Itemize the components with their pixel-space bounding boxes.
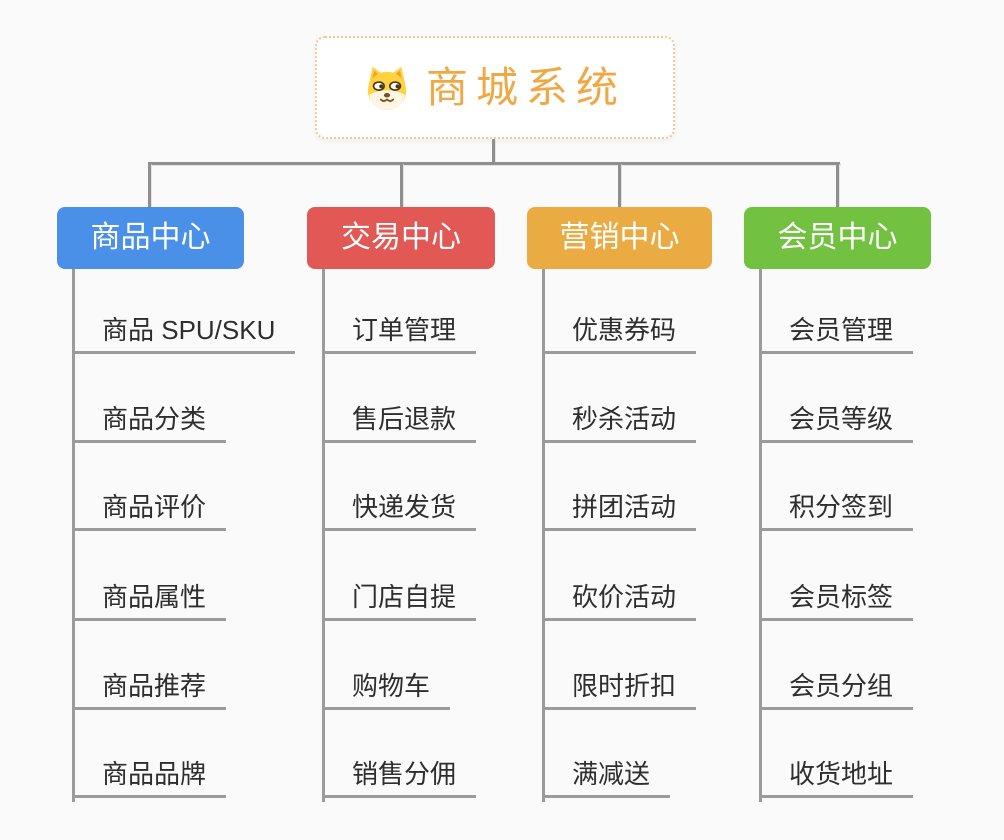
dog-face-icon [364,65,410,111]
connector-drop-3 [618,163,621,207]
branch-node-0[interactable]: 商品中心 [57,207,244,269]
connector-trunk [759,269,762,802]
leaf-node[interactable]: 会员等级 [759,399,914,443]
leaf-node[interactable]: 购物车 [322,666,451,710]
leaf-node[interactable]: 门店自提 [322,577,477,621]
leaf-node[interactable]: 限时折扣 [542,666,697,710]
branch-node-2[interactable]: 营销中心 [527,207,712,269]
branch-label: 会员中心 [777,221,898,254]
connector-horizontal-bar [148,162,840,165]
leaf-node[interactable]: 快递发货 [322,487,477,531]
branch-label: 商品中心 [90,221,211,254]
leaf-node[interactable]: 砍价活动 [542,577,697,621]
leaf-node[interactable]: 商品 SPU/SKU [72,310,296,354]
connector-trunk [322,269,325,802]
leaf-node[interactable]: 会员管理 [759,310,914,354]
leaf-node[interactable]: 会员标签 [759,577,914,621]
branch-node-1[interactable]: 交易中心 [307,207,495,269]
connector-trunk [72,269,75,802]
connector-drop-1 [148,163,151,207]
leaf-node[interactable]: 收货地址 [759,754,914,798]
root-title: 商城系统 [425,63,626,111]
leaf-node[interactable]: 秒杀活动 [542,399,697,443]
connector-root-stem [492,139,495,163]
connector-drop-2 [400,163,403,207]
branch-children-2: 优惠券码秒杀活动拼团活动砍价活动限时折扣满减送 [542,269,777,804]
branch-children-3: 会员管理会员等级积分签到会员标签会员分组收货地址 [759,269,994,804]
branch-label: 营销中心 [559,221,680,254]
leaf-node[interactable]: 商品分类 [72,399,227,443]
root-node[interactable]: 商城系统 [315,36,675,139]
leaf-node[interactable]: 积分签到 [759,487,914,531]
leaf-node[interactable]: 商品品牌 [72,754,227,798]
leaf-node[interactable]: 会员分组 [759,666,914,710]
leaf-node[interactable]: 商品推荐 [72,666,227,710]
leaf-node[interactable]: 拼团活动 [542,487,697,531]
leaf-node[interactable]: 满减送 [542,754,671,798]
connector-drop-4 [836,163,839,207]
branch-children-0: 商品 SPU/SKU 商品分类商品评价商品属性商品推荐商品品牌 [72,269,307,804]
leaf-node[interactable]: 销售分佣 [322,754,477,798]
branch-label: 交易中心 [341,221,461,254]
leaf-node[interactable]: 商品属性 [72,577,227,621]
leaf-node[interactable]: 售后退款 [322,399,477,443]
leaf-node[interactable]: 商品评价 [72,487,227,531]
leaf-node[interactable]: 订单管理 [322,310,477,354]
branch-children-1: 订单管理售后退款快递发货门店自提购物车销售分佣 [322,269,557,804]
connector-trunk [542,269,545,802]
branch-node-3[interactable]: 会员中心 [744,207,931,269]
leaf-node[interactable]: 优惠券码 [542,310,697,354]
